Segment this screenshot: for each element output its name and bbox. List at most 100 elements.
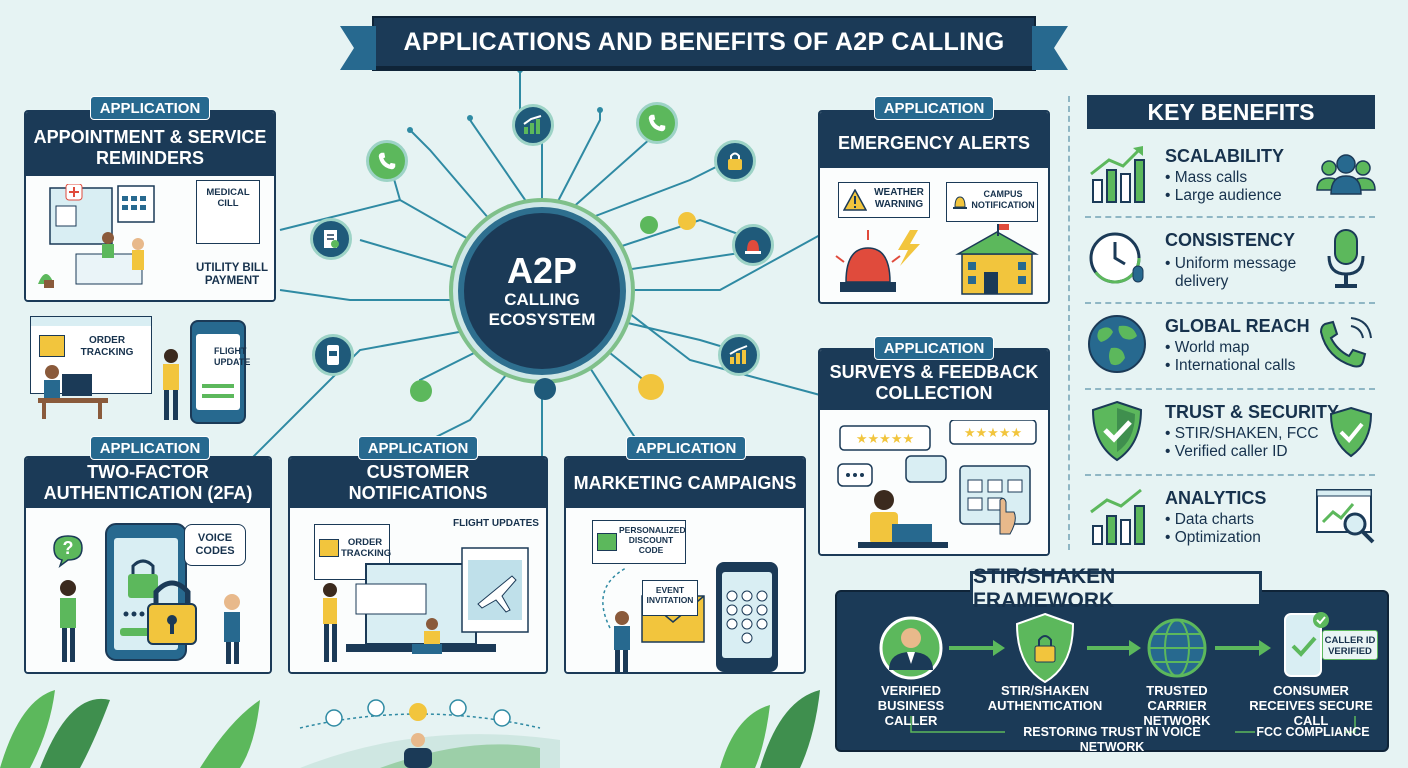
benefit-separator [1085, 302, 1375, 304]
benefit-title: SCALABILITY [1165, 146, 1284, 166]
footer-restoring-trust: RESTORING TRUST IN VOICE NETWORK [1023, 725, 1201, 754]
benefits-divider [1068, 96, 1070, 550]
benefit-global-reach: GLOBAL REACH • World map • International… [1085, 314, 1385, 396]
document-check-icon [310, 218, 352, 260]
step-label: CONSUMER RECEIVES SECURE CALL [1249, 683, 1373, 728]
application-tag: APPLICATION [90, 96, 210, 120]
card-title: EMERGENCY ALERTS [820, 112, 1048, 168]
voice-codes-bubble: VOICE CODES [184, 524, 246, 566]
benefit-title: CONSISTENCY [1165, 230, 1296, 250]
a2p-ecosystem-hub: A2P CALLING ECOSYSTEM [458, 207, 626, 375]
event-invitation-label: EVENT INVITATION [646, 585, 694, 605]
benefit-separator [1085, 474, 1375, 476]
card-title: TWO-FACTOR AUTHENTICATION (2FA) [26, 458, 270, 508]
weather-warning-card: WEATHER WARNING [838, 182, 930, 218]
flight-phone: FLIGHT UPDATE [190, 320, 251, 424]
discount-code-label: PERSONALIZED DISCOUNT CODE [619, 525, 686, 555]
package-icon [319, 539, 339, 557]
weather-warning-label: WEATHER WARNING [874, 187, 924, 210]
order-tracking-label: ORDER TRACKING [341, 537, 392, 559]
benefit-line: • Verified caller ID [1165, 443, 1288, 460]
growth-chart-icon [512, 104, 554, 146]
card-appointment-reminders: APPOINTMENT & SERVICE REMINDERS MEDICAL … [24, 110, 276, 302]
utility-bill-label: UTILITY BILL PAYMENT [196, 262, 268, 287]
card-title: SURVEYS & FEEDBACK COLLECTION [820, 350, 1048, 410]
benefit-line: • Data charts [1165, 511, 1254, 528]
magnifier-chart-icon [1316, 489, 1375, 544]
card-title: MARKETING CAMPAIGNS [566, 458, 804, 508]
benefit-line: • Large audience [1165, 187, 1282, 204]
people-group-icon [1316, 154, 1376, 195]
benefit-separator [1085, 216, 1375, 218]
hub-line-1: A2P [506, 250, 578, 291]
benefit-line: • World map [1165, 339, 1250, 356]
application-tag: APPLICATION [874, 336, 994, 360]
application-tag: APPLICATION [874, 96, 994, 120]
network-dot [640, 216, 658, 234]
key-benefits-title: KEY BENEFITS [1087, 95, 1375, 129]
benefit-line: • Uniform message [1165, 255, 1297, 272]
application-tag: APPLICATION [90, 436, 210, 460]
benefit-line: • Mass calls [1165, 169, 1248, 186]
benefit-consistency: CONSISTENCY • Uniform message delivery [1085, 228, 1385, 310]
step-label: STIR/SHAKEN AUTHENTICATION [987, 683, 1103, 713]
warning-icon [843, 189, 867, 211]
page-title: APPLICATIONS AND BENEFITS OF A2P CALLING [372, 16, 1036, 68]
step-label: VERIFIED BUSINESS CALLER [877, 683, 945, 728]
stir-shaken-title: STIR/SHAKEN FRAMEWORK [970, 565, 1262, 612]
medical-bill-document: MEDICAL CILL [196, 180, 260, 244]
hub-line-2: CALLING [504, 290, 580, 309]
siren-icon [732, 224, 774, 266]
medical-bill-label: MEDICAL CILL [206, 187, 250, 209]
notifications-illustration [323, 547, 529, 662]
benefit-line: • STIR/SHAKEN, FCC [1165, 425, 1319, 442]
benefit-line: • International calls [1165, 357, 1296, 374]
card-customer-notifications: CUSTOMER NOTIFICATIONS ORDER TRACKING FL… [288, 456, 548, 674]
two-factor-illustration: ? [53, 523, 240, 664]
phone-call-icon [636, 102, 678, 144]
discount-code-card: PERSONALIZED DISCOUNT CODE [592, 520, 686, 564]
footer-fcc-compliance: FCC COMPLIANCE [1256, 725, 1370, 739]
application-tag: APPLICATION [626, 436, 746, 460]
microphone-icon [1327, 229, 1365, 288]
title-ribbon-left [340, 26, 376, 70]
caller-id-verified-badge: CALLER ID VERIFIED [1322, 630, 1378, 660]
globe-icon [1088, 315, 1146, 373]
reminders-extra-illustration: ORDER TRACKING FLIGHT UPDATE [30, 316, 286, 426]
benefit-title: ANALYTICS [1165, 488, 1267, 508]
survey-feedback-illustration: ★★★★★ ★★★★★ [837, 420, 1037, 548]
benefit-analytics: ANALYTICS • Data charts • Optimization [1085, 486, 1385, 568]
gift-icon [597, 533, 617, 551]
bar-chart-icon [1090, 488, 1145, 545]
mobile-message-icon [312, 334, 354, 376]
benefit-scalability: SCALABILITY • Mass calls • Large audienc… [1085, 144, 1385, 226]
flight-update-label: FLIGHT UPDATE [214, 346, 251, 367]
step-label: TRUSTED CARRIER NETWORK [1143, 683, 1211, 728]
woman-figure-illustration [163, 349, 179, 420]
network-dot [534, 378, 556, 400]
network-dot [678, 212, 696, 230]
growth-chart-icon [1090, 146, 1145, 203]
svg-text:?: ? [63, 538, 74, 558]
lock-icon [714, 140, 756, 182]
card-marketing-campaigns: MARKETING CAMPAIGNS PERSONALIZED DISCOUN… [564, 456, 806, 674]
clock-icon [1089, 232, 1144, 284]
emergency-illustration [835, 224, 1039, 295]
stir-shaken-flow-illustration [879, 612, 1356, 733]
phone-icon [1319, 317, 1372, 368]
clinic-scene-illustration [38, 184, 155, 288]
bell-icon [953, 196, 967, 209]
package-icon [39, 335, 65, 357]
title-ribbon-right [1032, 26, 1068, 70]
campus-notification-card: CAMPUS NOTIFICATION [946, 182, 1038, 222]
person-at-desk-illustration [38, 365, 108, 419]
voice-codes-label: VOICE CODES [195, 532, 235, 557]
benefit-title: GLOBAL REACH [1165, 316, 1310, 336]
caller-id-verified-label: CALLER ID VERIFIED [1324, 635, 1376, 657]
application-tag: APPLICATION [358, 436, 478, 460]
order-tracking-label: ORDER TRACKING [80, 335, 134, 358]
card-title: APPOINTMENT & SERVICE REMINDERS [26, 112, 274, 176]
network-dot [410, 380, 432, 402]
card-two-factor-authentication: TWO-FACTOR AUTHENTICATION (2FA) ? VOICE … [24, 456, 272, 674]
phone-icon [366, 140, 408, 182]
